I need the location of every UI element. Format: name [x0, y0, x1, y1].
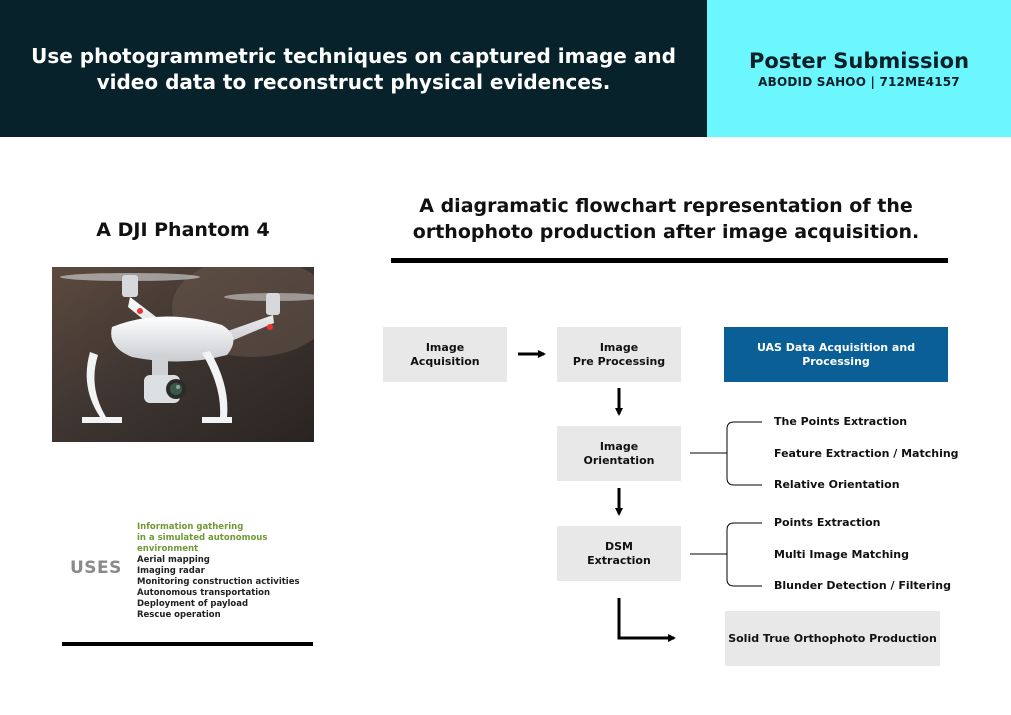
box-uas-data: UAS Data Acquisition and Processing: [724, 327, 948, 382]
drone-illustration: [52, 267, 314, 442]
uses-item: Autonomous transportation: [137, 588, 271, 598]
author-line: ABODID SAHOO | 712ME4157: [758, 74, 960, 89]
uses-divider: [62, 642, 313, 646]
uses-item: Rescue operation: [137, 610, 221, 620]
orientation-step: The Points Extraction: [774, 415, 908, 428]
poster-title: Use photogrammetric techniques on captur…: [31, 43, 676, 94]
uses-item: Imaging radar: [137, 566, 205, 576]
orientation-step: Relative Orientation: [774, 478, 900, 491]
flowchart-divider: [391, 258, 948, 263]
box-label: Image: [599, 439, 639, 453]
uses-highlight-line: in a simulated autonomous environment: [137, 533, 268, 554]
header-banner: Use photogrammetric techniques on captur…: [0, 0, 707, 137]
box-image-orientation: Image Orientation: [557, 426, 681, 481]
box-label: Extraction: [587, 553, 651, 567]
flowchart-title: A diagramatic flowchart representation o…: [392, 193, 940, 245]
dsm-step: Multi Image Matching: [774, 548, 910, 561]
dsm-bracket: [726, 522, 762, 587]
box-label: DSM: [605, 539, 633, 553]
uses-label: USES: [70, 558, 122, 578]
flowchart-title-line: orthophoto production after image acquis…: [412, 221, 920, 243]
dsm-step: Points Extraction: [774, 516, 881, 529]
box-image-preprocessing: Image Pre Processing: [557, 327, 681, 382]
orientation-bracket: [726, 421, 762, 486]
uses-highlight-line: Information gathering: [137, 522, 244, 532]
box-label: Pre Processing: [572, 354, 666, 368]
submission-panel: Poster Submission ABODID SAHOO | 712ME41…: [707, 0, 1011, 137]
box-label: Image: [425, 340, 465, 354]
uses-item: Deployment of payload: [137, 599, 249, 609]
box-label: Orientation: [583, 453, 655, 467]
box-orthophoto-production: Solid True Orthophoto Production: [725, 611, 940, 666]
box-label: Solid True Orthophoto Production: [728, 631, 937, 645]
flowchart-title-line: A diagramatic flowchart representation o…: [419, 195, 913, 217]
box-label: UAS Data Acquisition and Processing: [756, 340, 916, 368]
box-label: Acquisition: [410, 354, 480, 368]
box-label: Image: [599, 340, 639, 354]
drone-title: A DJI Phantom 4: [96, 219, 270, 241]
uses-item: Monitoring construction activities: [137, 577, 300, 587]
submission-title: Poster Submission: [748, 48, 970, 73]
box-dsm-extraction: DSM Extraction: [557, 526, 681, 581]
orientation-step: Feature Extraction / Matching: [774, 447, 959, 460]
uses-item: Aerial mapping: [137, 555, 210, 565]
drone-photo: [52, 267, 314, 442]
arrow-dsm-to-orthophoto: [617, 598, 676, 642]
box-image-acquisition: Image Acquisition: [383, 327, 507, 382]
uses-list: Information gathering in a simulated aut…: [137, 522, 327, 621]
dsm-step: Blunder Detection / Filtering: [774, 579, 952, 592]
